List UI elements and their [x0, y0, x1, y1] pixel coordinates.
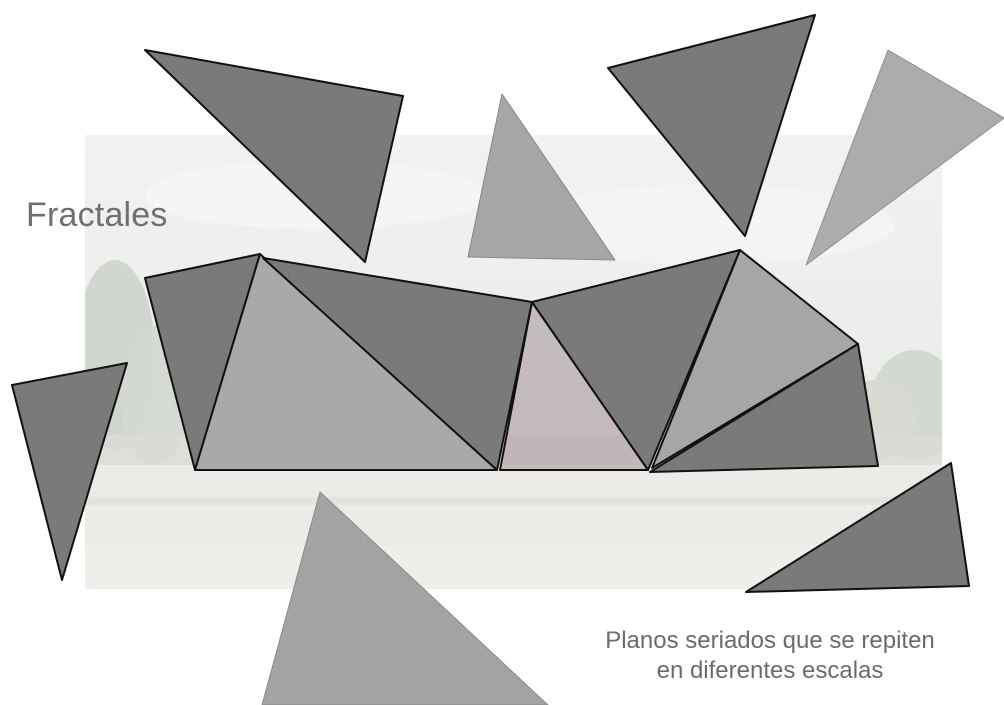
triangle-top-center: [467, 93, 616, 261]
triangle-top-right-light: [805, 49, 1004, 266]
caption-line-2: en diferentes escalas: [656, 657, 884, 684]
triangle-left-edge: [11, 362, 128, 581]
cluster-triangle-7: [649, 343, 879, 473]
cluster-triangle-6: [651, 249, 859, 469]
cluster-triangle-5: [531, 249, 741, 471]
cluster-triangle-3: [262, 257, 533, 471]
caption-line-1: Planos seriados que se repiten: [605, 627, 935, 654]
triangle-top-left: [144, 49, 404, 263]
triangle-bottom-center: [261, 491, 549, 705]
diagram-title: Fractales: [26, 196, 168, 234]
triangle-bottom-right: [745, 462, 970, 593]
caption: Planos seriados que se repiten en difere…: [540, 626, 1000, 686]
triangle-top-right-dark: [607, 14, 816, 237]
